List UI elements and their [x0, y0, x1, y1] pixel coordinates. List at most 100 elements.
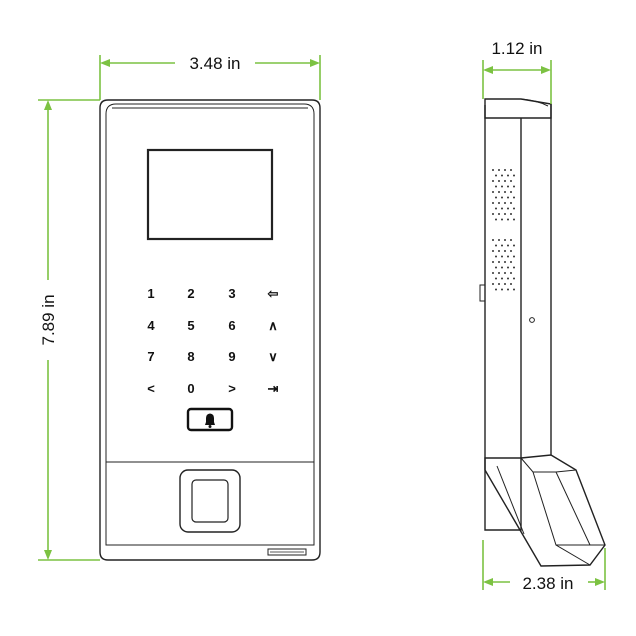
front-outer-body	[99, 99, 321, 561]
speaker-grill-upper	[492, 169, 515, 221]
side-top-curve	[520, 98, 549, 107]
grill-hole	[498, 239, 500, 241]
grill-hole	[513, 196, 515, 199]
grill-hole	[501, 185, 503, 188]
grill-hole	[513, 266, 515, 269]
screen	[146, 148, 274, 241]
grill-hole	[510, 261, 512, 263]
grill-hole	[501, 277, 503, 280]
grill-hole	[495, 207, 497, 210]
key-10[interactable]: 8	[187, 349, 194, 364]
grill-hole	[498, 180, 500, 182]
side-button	[479, 284, 486, 302]
grill-hole	[501, 255, 503, 258]
grill-hole	[513, 255, 515, 258]
grill-hole	[504, 250, 506, 252]
grill-hole	[498, 191, 500, 193]
grill-hole	[501, 218, 503, 221]
grill-hole	[495, 255, 497, 258]
key-15[interactable]: >	[228, 381, 236, 396]
grill-hole	[510, 191, 512, 193]
grill-hole	[498, 250, 500, 252]
grill-hole	[495, 266, 497, 269]
grill-hole	[498, 283, 500, 285]
key-12[interactable]: ∨	[268, 349, 278, 364]
grill-hole	[507, 174, 509, 177]
grill-hole	[510, 272, 512, 274]
grill-hole	[492, 191, 494, 193]
grill-hole	[504, 202, 506, 204]
grill-hole	[495, 185, 497, 188]
bottom-slot	[267, 548, 307, 556]
fingerprint-sensor-outer	[179, 469, 241, 533]
grill-hole	[495, 288, 497, 291]
grill-hole	[507, 207, 509, 210]
key-1[interactable]: 1	[147, 286, 154, 301]
grill-hole	[501, 244, 503, 247]
grill-hole	[507, 185, 509, 188]
key-6[interactable]: 5	[187, 318, 194, 333]
key-7[interactable]: 6	[228, 318, 235, 333]
key-11[interactable]: 9	[228, 349, 235, 364]
grill-hole	[513, 207, 515, 210]
grill-hole	[495, 244, 497, 247]
front-face-panel	[105, 103, 315, 546]
key-2[interactable]: 2	[187, 286, 194, 301]
key-13[interactable]: <	[147, 381, 155, 396]
grill-hole	[504, 191, 506, 193]
dimension-depth-top: 1.12 in	[482, 39, 552, 104]
depth-bottom-label: 2.38 in	[522, 574, 573, 593]
bell-icon	[205, 413, 215, 428]
side-hole	[529, 317, 535, 323]
dimension-width: 3.48 in	[99, 54, 321, 100]
grill-hole	[495, 277, 497, 280]
speaker-grill-lower	[492, 239, 515, 291]
depth-top-label: 1.12 in	[491, 39, 542, 58]
height-label: 7.89 in	[39, 294, 58, 345]
key-14[interactable]: 0	[187, 381, 194, 396]
grill-hole	[510, 213, 512, 215]
grill-hole	[501, 174, 503, 177]
grill-hole	[507, 266, 509, 269]
grill-hole	[492, 180, 494, 182]
grill-hole	[513, 174, 515, 177]
grill-hole	[513, 277, 515, 280]
grill-hole	[504, 169, 506, 171]
key-16[interactable]: ⇥	[268, 381, 279, 396]
grill-hole	[504, 239, 506, 241]
grill-hole	[507, 196, 509, 199]
grill-hole	[495, 174, 497, 177]
width-label: 3.48 in	[189, 54, 240, 73]
grill-hole	[504, 261, 506, 263]
grill-hole	[504, 180, 506, 182]
key-4[interactable]: ⇦	[267, 286, 279, 301]
grill-hole	[510, 239, 512, 241]
key-9[interactable]: 7	[147, 349, 154, 364]
grill-hole	[513, 185, 515, 188]
side-main-body	[484, 104, 552, 458]
key-8[interactable]: ∧	[268, 318, 278, 333]
grill-hole	[504, 272, 506, 274]
doorbell-button[interactable]	[186, 407, 234, 432]
grill-hole	[492, 213, 494, 215]
front-view: 1 2 3 ⇦ 4 5 6 ∧ 7 8 9 ∨ <0 > ⇥	[99, 99, 321, 561]
side-top-cap	[484, 98, 552, 119]
side-angled-inner-2	[496, 465, 525, 535]
grill-hole	[504, 213, 506, 215]
grill-hole	[513, 288, 515, 291]
key-5[interactable]: 4	[147, 318, 155, 333]
key-3[interactable]: 3	[228, 286, 235, 301]
grill-hole	[507, 277, 509, 280]
grill-hole	[501, 196, 503, 199]
grill-hole	[492, 283, 494, 285]
grill-hole	[507, 255, 509, 258]
grill-hole	[492, 250, 494, 252]
grill-hole	[510, 169, 512, 171]
grill-hole	[492, 261, 494, 263]
side-wall-plate	[484, 458, 522, 531]
grill-hole	[507, 218, 509, 221]
grill-hole	[510, 202, 512, 204]
grill-hole	[495, 196, 497, 199]
grill-hole	[492, 239, 494, 241]
